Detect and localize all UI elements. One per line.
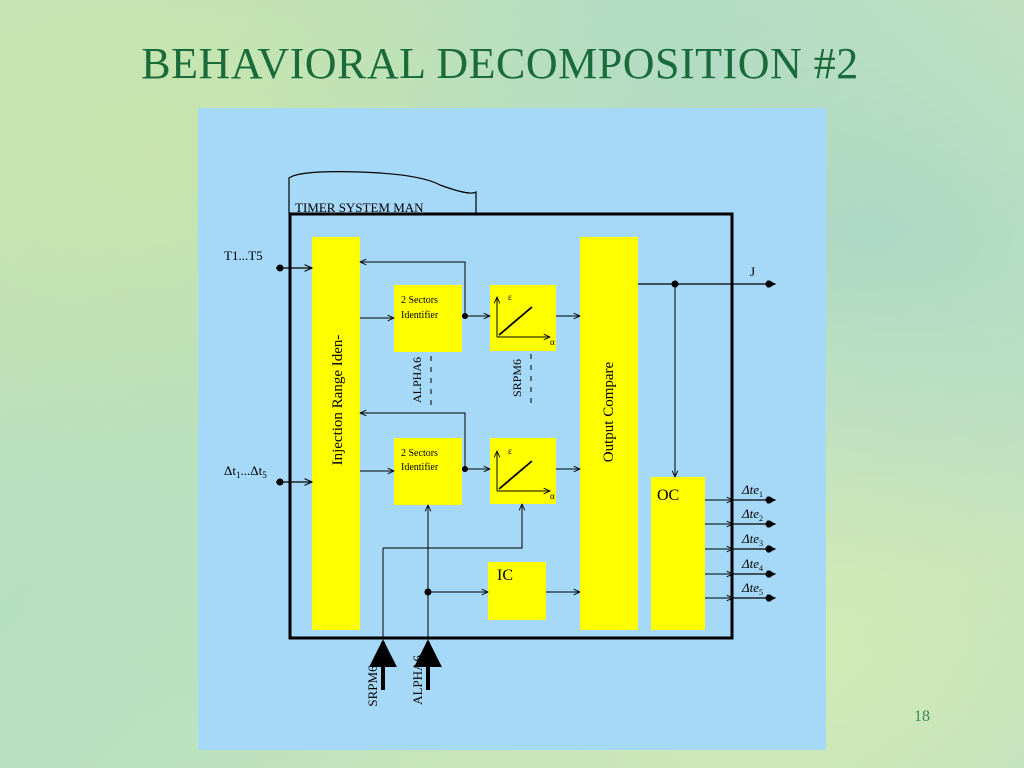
output-compare-label: Output Compare [601, 361, 617, 462]
graph-line-top [498, 306, 533, 336]
sector-identifier-bottom [394, 438, 462, 505]
alpha-bottom-label: ALPHA6 [410, 655, 425, 705]
output-te-4: Δte4 [741, 556, 763, 573]
graph-block-top [490, 285, 556, 351]
sector-bottom-line2: Identifier [401, 462, 439, 473]
output-te-2: Δte2 [741, 506, 763, 523]
sector-top-line1: 2 Sectors [401, 295, 438, 306]
page-number: 18 [914, 708, 930, 725]
system-box [288, 212, 734, 640]
output-compare-block [580, 237, 638, 630]
ic-label: IC [497, 567, 513, 584]
graph-bottom-x-label: α [550, 491, 555, 501]
system-label: TIMER SYSTEM MAN [295, 200, 424, 215]
alpha-side-label-top: ALPHA6 [410, 357, 424, 403]
input-t-label: T1...T5 [224, 248, 263, 263]
graph-top-y-label: ε [508, 292, 512, 302]
graph-block-bottom [490, 438, 556, 504]
oc-block [651, 477, 705, 630]
ic-block [488, 562, 546, 620]
system-tab [288, 171, 477, 214]
injection-range-block [312, 237, 360, 630]
graph-line-bottom [498, 460, 533, 490]
graph-top-x-label: α [550, 337, 555, 347]
output-te-1: Δte1 [741, 482, 763, 499]
sector-bottom-line1: 2 Sectors [401, 448, 438, 459]
output-j-label: J [750, 264, 755, 279]
input-dt-label: Δt1...Δt5 [224, 463, 267, 480]
oc-outputs [705, 497, 775, 602]
output-te-3: Δte3 [741, 531, 763, 548]
graph-bottom-y-label: ε [508, 446, 512, 456]
oc-label: OC [657, 487, 679, 504]
srpm-bottom-label: SRPM6 [365, 665, 380, 707]
slide-title: BEHAVIORAL DECOMPOSITION #2 [141, 39, 859, 88]
output-te-5: Δte5 [741, 580, 763, 597]
sector-top-line2: Identifier [401, 310, 439, 321]
sector-identifier-top [394, 285, 462, 352]
srpm-side-label-top: SRPM6 [510, 359, 524, 397]
injection-range-label: Injection Range Iden- [330, 335, 346, 466]
